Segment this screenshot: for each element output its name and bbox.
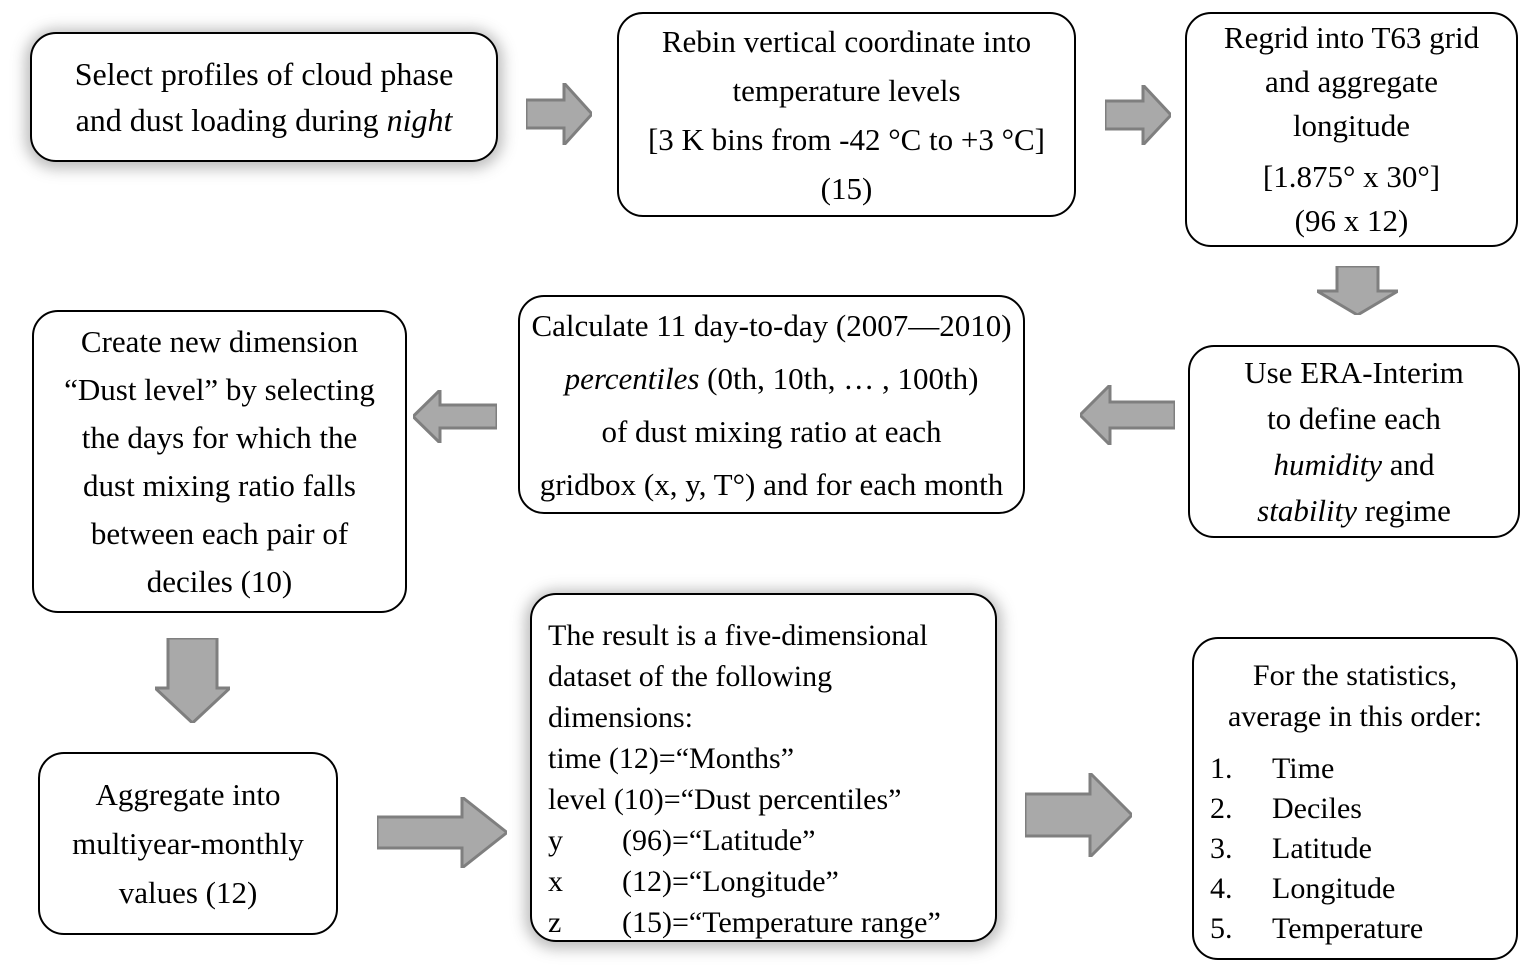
box-text-line: the days for which the xyxy=(81,419,358,455)
box-select-profiles: Select profiles of cloud phase and dust … xyxy=(30,32,498,162)
box-text-line: For the statistics, xyxy=(1252,659,1458,692)
box-text-line: Aggregate into xyxy=(95,777,281,812)
box-regrid-t63: Regrid into T63 grid and aggregate longi… xyxy=(1185,12,1518,247)
text-segment-italic: stability xyxy=(1257,492,1358,528)
dimension-name: z xyxy=(548,906,562,939)
text-segment: (0th, 10th, … , 100th) xyxy=(699,360,979,396)
list-item-label: Time xyxy=(1272,752,1335,785)
box-text-line: dataset of the following xyxy=(548,660,833,693)
box-result-dataset: The result is a five-dimensional dataset… xyxy=(530,593,997,942)
text-segment-italic: night xyxy=(386,102,453,138)
box-text-line: [3 K bins from -42 °C to +3 °C] xyxy=(647,121,1046,157)
text-segment-italic: humidity xyxy=(1273,446,1382,482)
box-text-line: to define each xyxy=(1267,400,1441,436)
box-text-line: of dust mixing ratio at each xyxy=(601,413,942,449)
box-text-line: longitude xyxy=(1292,108,1411,143)
box-text-line: dust mixing ratio falls xyxy=(83,467,356,503)
box-text-line: Rebin vertical coordinate into xyxy=(661,23,1032,59)
list-item-label: Temperature xyxy=(1272,912,1424,945)
list-item-number: 2. xyxy=(1210,792,1233,825)
box-text-line: values (12) xyxy=(118,875,258,910)
flow-arrow-down-icon xyxy=(1317,266,1398,315)
list-item: 5. Temperature xyxy=(1210,909,1516,949)
box-rebin-vertical-coordinate: Rebin vertical coordinate into temperatu… xyxy=(617,12,1076,217)
box-text-line: percentiles (0th, 10th, … , 100th) xyxy=(520,352,1023,405)
box-text-line: Calculate 11 day-to-day (2007—2010) xyxy=(531,307,1012,343)
list-item: 3. Latitude xyxy=(1210,829,1516,869)
dimension-value: (12)=“Longitude” xyxy=(622,865,839,898)
box-text-line: dimensions: xyxy=(548,701,694,734)
list-item-number: 4. xyxy=(1210,872,1233,905)
box-text-line: and dust loading during night xyxy=(32,97,496,143)
dimension-name: y xyxy=(548,824,563,857)
box-text-line: deciles (10) xyxy=(146,563,293,599)
dimension-name: x xyxy=(548,865,563,898)
list-item-number: 5. xyxy=(1210,912,1233,945)
flow-arrow-left-icon xyxy=(413,390,497,443)
box-aggregate-monthly: Aggregate into multiyear-monthly values … xyxy=(38,752,338,935)
list-item: 1. Time xyxy=(1210,749,1516,789)
flow-arrow-right-icon xyxy=(1105,85,1171,145)
dimension-value: (10)=“Dust percentiles” xyxy=(606,783,902,816)
dimension-row: time (12)=“Months” xyxy=(548,738,987,779)
box-text-line: Select profiles of cloud phase xyxy=(74,56,454,92)
box-text-line: stability regime xyxy=(1190,488,1518,534)
dimension-name: time xyxy=(548,742,602,775)
flow-arrow-right-icon xyxy=(377,797,507,868)
box-text-line: average in this order: xyxy=(1227,700,1483,733)
statistics-list: 1.Time 2.Deciles 3.Latitude 4.Longitude … xyxy=(1194,749,1516,949)
box-text-line: (15) xyxy=(820,170,873,206)
flow-arrow-down-icon xyxy=(155,638,230,723)
box-create-dust-level: Create new dimension “Dust level” by sel… xyxy=(32,310,407,613)
box-text-line: Regrid into T63 grid xyxy=(1223,20,1480,55)
box-calculate-percentiles: Calculate 11 day-to-day (2007—2010) perc… xyxy=(518,295,1025,514)
list-item-label: Longitude xyxy=(1272,872,1396,905)
box-text-line: and aggregate xyxy=(1265,64,1438,99)
dimension-value: (12)=“Months” xyxy=(601,742,795,775)
box-text-line: Create new dimension xyxy=(80,323,359,359)
flow-arrow-left-icon xyxy=(1080,385,1175,445)
dimension-row: level (10)=“Dust percentiles” xyxy=(548,779,987,820)
list-item-number: 1. xyxy=(1210,752,1233,785)
dimension-row: z (15)=“Temperature range” xyxy=(548,902,987,943)
text-segment: and dust loading during xyxy=(75,102,387,138)
list-item-number: 3. xyxy=(1210,832,1233,865)
box-text-line: The result is a five-dimensional xyxy=(548,619,928,652)
box-text-line: multiyear-monthly xyxy=(72,826,304,861)
text-segment: and xyxy=(1381,446,1435,482)
list-item-label: Latitude xyxy=(1272,832,1372,865)
box-text-line: humidity and xyxy=(1190,442,1518,488)
dimension-row: x (12)=“Longitude” xyxy=(548,861,987,902)
box-text-line: [1.875° x 30°] xyxy=(1262,159,1441,194)
box-statistics-order: For the statistics, average in this orde… xyxy=(1192,637,1518,960)
list-item: 2. Deciles xyxy=(1210,789,1516,829)
box-text-line: “Dust level” by selecting xyxy=(64,371,375,407)
box-text-line: (96 x 12) xyxy=(1294,203,1409,238)
box-text-line: Use ERA-Interim xyxy=(1244,354,1464,390)
flow-arrow-right-icon xyxy=(1025,773,1132,857)
dimension-value: (15)=“Temperature range” xyxy=(622,906,941,939)
dimension-row: y (96)=“Latitude” xyxy=(548,820,987,861)
dimension-value: (96)=“Latitude” xyxy=(622,824,816,857)
box-text-line: gridbox (x, y, T°) and for each month xyxy=(539,466,1004,502)
list-item: 4. Longitude xyxy=(1210,869,1516,909)
flow-arrow-right-icon xyxy=(526,83,592,145)
box-era-interim: Use ERA-Interim to define each humidity … xyxy=(1188,345,1520,538)
text-segment: regime xyxy=(1357,492,1451,528)
text-segment-italic: percentiles xyxy=(564,360,700,396)
box-text-line: temperature levels xyxy=(732,72,961,108)
list-item-label: Deciles xyxy=(1272,792,1362,825)
box-text-line: between each pair of xyxy=(90,515,349,551)
dimension-name: level xyxy=(548,783,607,816)
